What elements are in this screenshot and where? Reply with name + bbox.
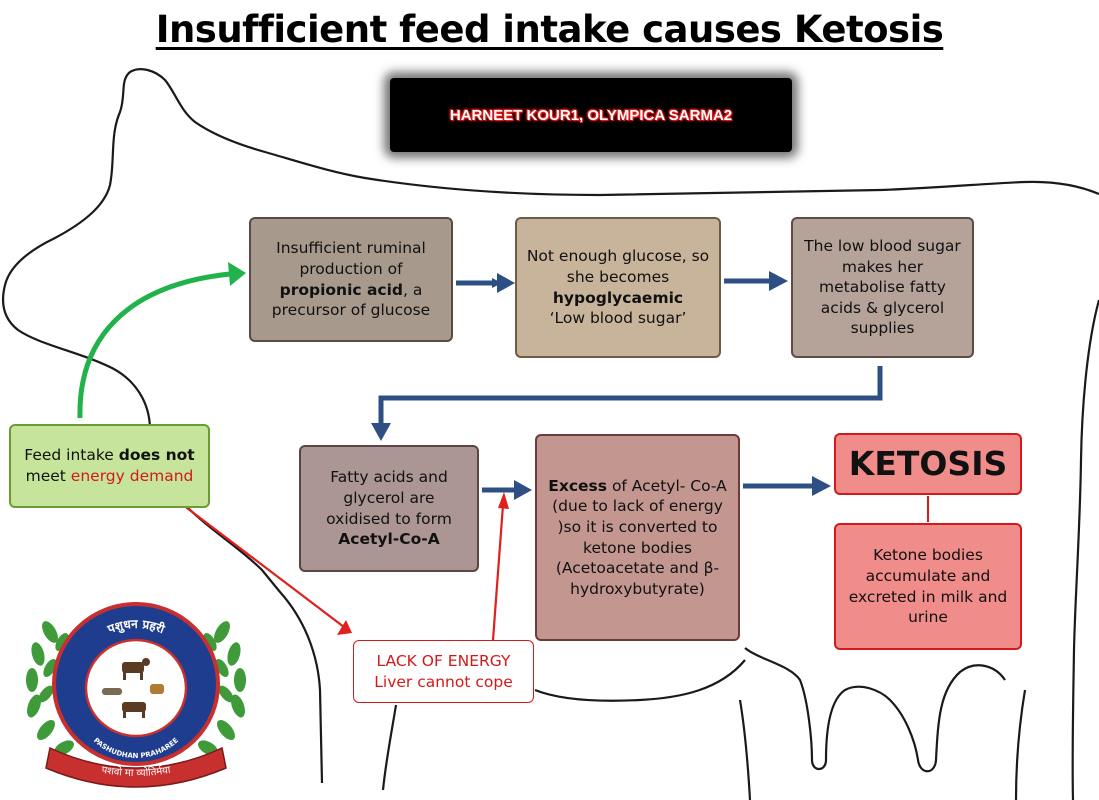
cow-front-leg-outline bbox=[381, 659, 746, 791]
arrow-feed-red-head bbox=[337, 620, 352, 635]
propionic-text-bold: propionic acid bbox=[279, 280, 404, 299]
cow-leg-line bbox=[738, 699, 752, 800]
glucose-text-2: ‘Low blood sugar’ bbox=[549, 309, 687, 328]
arrow-fatty-head bbox=[514, 480, 532, 500]
excess-text-bold: Excess bbox=[548, 476, 608, 495]
author-names: HARNEET KOUR1, OLYMPICA SARMA2 bbox=[449, 106, 733, 124]
laurel-left-icon bbox=[26, 621, 74, 756]
arrow-lowsugar-to-fatty bbox=[378, 366, 883, 424]
arrow-propionic-head bbox=[497, 273, 515, 293]
arrow-feed-green-head bbox=[228, 262, 246, 286]
box-propionic-acid: Insufficient ruminal production of propi… bbox=[249, 217, 453, 342]
lack-text-1: LACK OF ENERGY bbox=[376, 651, 511, 670]
cow-rump-outline bbox=[1071, 299, 1099, 800]
ketone-bodies-text: Ketone bodies accumulate and excreted in… bbox=[848, 546, 1008, 627]
glucose-text-bold: hypoglycaemic bbox=[552, 288, 684, 307]
ketosis-label: KETOSIS bbox=[848, 444, 1008, 484]
lack-text-2: Liver cannot cope bbox=[374, 672, 513, 691]
box-low-blood-sugar: The low blood sugar makes her metabolise… bbox=[791, 217, 974, 358]
feed-text-bold: does not bbox=[118, 446, 195, 465]
box-feed-intake: Feed intake does not meet energy demand bbox=[9, 424, 210, 508]
arrow-lack-to-fatty bbox=[491, 504, 505, 641]
excess-text-1: of Acetyl- Co-A (due to lack of energy )… bbox=[552, 476, 727, 598]
emblem-ribbon-text: पशवो मा व्योतिर्मया bbox=[101, 765, 172, 779]
arrow-glucose-head bbox=[769, 271, 788, 291]
arrow-lowsugar-head bbox=[371, 423, 391, 441]
glucose-text-1: Not enough glucose, so she becomes bbox=[526, 247, 710, 286]
arrow-excess-head bbox=[812, 476, 831, 496]
pashudhan-praharee-emblem: पशुधन प्रहरी PASHUDHAN PRAHAREE पशवो मा … bbox=[26, 602, 246, 788]
feed-text-1: Feed intake bbox=[24, 446, 119, 465]
box-lack-of-energy: LACK OF ENERGY Liver cannot cope bbox=[353, 640, 534, 703]
emblem-ribbon bbox=[45, 746, 227, 788]
box-excess-acetyl-coa: Excess of Acetyl- Co-A (due to lack of e… bbox=[535, 434, 740, 641]
propionic-text-2: , a precursor of glucose bbox=[271, 280, 431, 320]
fatty-text-1: Fatty acids and glycerol are oxidised to… bbox=[326, 468, 452, 528]
propionic-text-1: Insufficient ruminal production of bbox=[276, 239, 426, 278]
laurel-right-icon bbox=[198, 621, 246, 756]
box-fatty-acids: Fatty acids and glycerol are oxidised to… bbox=[299, 445, 479, 572]
cow-udder-outline bbox=[744, 647, 1006, 773]
cow-hind-leg-outline bbox=[1014, 689, 1027, 800]
box-ketosis: KETOSIS bbox=[834, 433, 1022, 495]
emblem-top-text: पशुधन प्रहरी bbox=[105, 617, 168, 637]
feed-text-2: meet bbox=[25, 467, 71, 485]
low-sugar-text: The low blood sugar makes her metabolise… bbox=[804, 236, 961, 338]
page-title: Insufficient feed intake causes Ketosis bbox=[155, 8, 944, 51]
animals-icon bbox=[102, 658, 164, 718]
fatty-text-bold: Acetyl-Co-A bbox=[338, 530, 440, 549]
arrow-lack-red-head bbox=[498, 492, 509, 509]
feed-text-red: energy demand bbox=[70, 467, 194, 485]
box-ketone-bodies: Ketone bodies accumulate and excreted in… bbox=[834, 523, 1022, 650]
box-hypoglycaemic: Not enough glucose, so she becomes hypog… bbox=[515, 217, 721, 358]
author-banner: HARNEET KOUR1, OLYMPICA SARMA2 bbox=[390, 78, 792, 152]
emblem-inner-disc bbox=[84, 638, 188, 738]
arrow-feed-to-propionic bbox=[77, 271, 231, 419]
